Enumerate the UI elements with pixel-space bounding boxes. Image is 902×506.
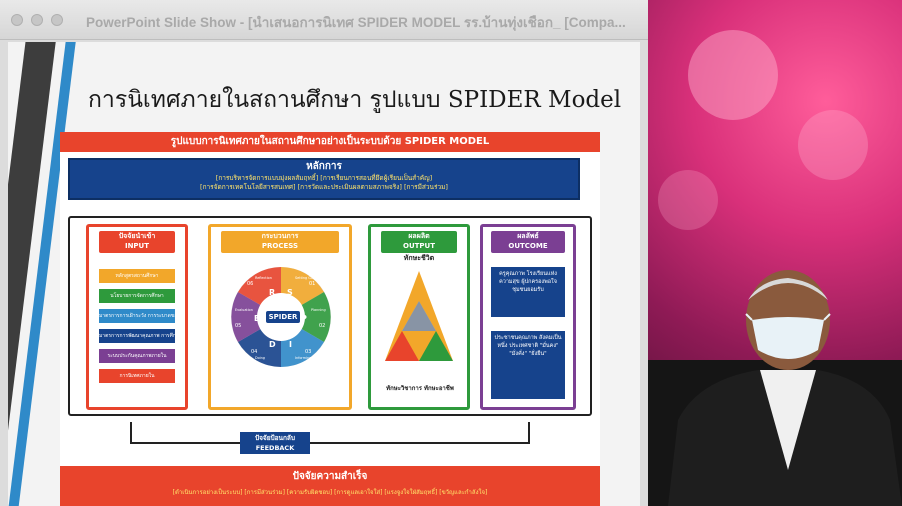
wheel-letter-r: R [269, 288, 275, 297]
success-factors-box: ปัจจัยความสำเร็จ [ดำเนินการอย่างเป็นระบบ… [60, 466, 600, 506]
infographic-header: รูปแบบการนิเทศภายในสถานศึกษาอย่างเป็นระบ… [60, 132, 600, 152]
outcome-heading: ผลลัพธ์ OUTCOME [491, 231, 565, 253]
input-item: ระบบประกันคุณภาพภายใน [99, 349, 175, 363]
outcome-heading-th: ผลลัพธ์ [517, 232, 539, 240]
slide-title: การนิเทศภายในสถานศึกษา รูปแบบ SPIDER Mod… [88, 87, 622, 113]
wheel-letter-s: S [287, 288, 293, 297]
outcome-box-1: ครูคุณภาพ โรงเรียนแห่งความสุข ผู้ปกครองพ… [491, 267, 565, 317]
wheel-letter-p: P [301, 314, 307, 323]
input-item: มาตรการการเฝ้าระวัง การระบาดของ COVID-20… [99, 309, 175, 323]
slide-decor-stripe [8, 42, 59, 506]
step-number: 06 [247, 281, 253, 287]
spider-model-infographic: รูปแบบการนิเทศภายในสถานศึกษาอย่างเป็นระบ… [60, 132, 600, 506]
input-item: มาตรการการพัฒนาคุณภาพ การศึกษา [99, 329, 175, 343]
feedback-heading-th: ปัจจัยป้อนกลับ [254, 434, 296, 442]
wheel-letter-d: D [269, 340, 276, 349]
feedback-loop-line [130, 422, 530, 444]
output-heading: ผลผลิต OUTPUT [381, 231, 457, 253]
mask-strap [745, 313, 753, 321]
minimize-window-button[interactable] [31, 14, 43, 26]
triangle-right [419, 331, 453, 361]
process-column: กระบวนการ PROCESS S P I [208, 224, 352, 410]
input-item: การนิเทศภายใน [99, 369, 175, 383]
success-line: [ดำเนินการอย่างเป็นระบบ] [การมีส่วนร่วม]… [172, 489, 488, 496]
step-label: Setting Goals [295, 276, 318, 280]
mask-strap [823, 313, 831, 321]
background-bokeh [798, 110, 868, 180]
principles-line-2: [การจัดการเทคโนโลยีสารสนเทศ] [การวัดและป… [200, 183, 448, 191]
background-bokeh [688, 30, 778, 120]
output-triangle-diagram [385, 271, 453, 361]
output-heading-th: ผลผลิต [408, 232, 430, 240]
output-heading-en: OUTPUT [403, 242, 435, 250]
step-label: Doing [255, 356, 265, 360]
triangle-center [402, 301, 436, 331]
input-item: นโยบายการจัดการศึกษา [99, 289, 175, 303]
model-frame [68, 216, 592, 416]
outcome-heading-en: OUTCOME [508, 242, 548, 250]
success-heading: ปัจจัยความสำเร็จ [292, 471, 368, 482]
triangle-left [385, 331, 419, 361]
principles-line-1: [การบริหารจัดการแบบมุ่งผลสัมฤทธิ์] [การเ… [215, 174, 433, 182]
input-heading: ปัจจัยนำเข้า INPUT [99, 231, 175, 253]
feedback-box: ปัจจัยป้อนกลับ FEEDBACK [240, 432, 310, 454]
background-bokeh [658, 170, 718, 230]
step-number: 05 [235, 323, 241, 329]
step-number: 03 [305, 349, 311, 355]
window-title: PowerPoint Slide Show - [นำเสนอการนิเทศ … [86, 15, 626, 30]
outcome-column: ผลลัพธ์ OUTCOME ครูคุณภาพ โรงเรียนแห่งคว… [480, 224, 576, 410]
principles-heading: หลักการ [306, 161, 342, 172]
principles-box: หลักการ [การบริหารจัดการแบบมุ่งผลสัมฤทธิ… [68, 158, 580, 200]
step-number: 04 [251, 349, 257, 355]
spider-center-label: SPIDER [266, 311, 300, 323]
step-number: 02 [319, 323, 325, 329]
window-titlebar[interactable]: PowerPoint Slide Show - [นำเสนอการนิเทศ … [0, 0, 648, 40]
close-window-button[interactable] [11, 14, 23, 26]
output-life-skills: ทักษะชีวิต [403, 254, 435, 262]
step-number: 01 [309, 281, 315, 287]
output-bottom-skills: ทักษะวิชาการ ทักษะอาชีพ [386, 385, 454, 392]
input-column: ปัจจัยนำเข้า INPUT หลักสูตรสถานศึกษา นโย… [86, 224, 188, 410]
process-heading-th: กระบวนการ [261, 232, 299, 240]
presenter-video [648, 0, 902, 506]
presenter-hair [748, 278, 828, 300]
face-mask [752, 317, 824, 359]
wheel-segment-e [231, 292, 281, 342]
wheel-segment-p [281, 292, 331, 342]
input-heading-th: ปัจจัยนำเข้า [118, 232, 156, 240]
outcome-box-2: ประชาชนคุณภาพ สังคมเป็นหนึ่ง ประเทศชาติ … [491, 331, 565, 399]
wheel-letter-e: E [254, 314, 259, 323]
presenter-shirt [760, 370, 816, 470]
output-column: ผลผลิต OUTPUT ทักษะชีวิต ทักษะวิชาการ ทั… [368, 224, 470, 410]
presenter-person [668, 270, 902, 506]
input-heading-en: INPUT [124, 242, 150, 250]
slide[interactable]: การนิเทศภายในสถานศึกษา รูปแบบ SPIDER Mod… [8, 42, 640, 506]
input-item: หลักสูตรสถานศึกษา [99, 269, 175, 283]
process-heading: กระบวนการ PROCESS [221, 231, 339, 253]
spider-wheel-diagram: S P I D E R Setting Goals Planning Infor… [231, 267, 331, 367]
step-label: Evaluation [235, 308, 253, 312]
powerpoint-window: PowerPoint Slide Show - [นำเสนอการนิเทศ … [0, 0, 648, 506]
wheel-letter-i: I [289, 340, 292, 349]
zoom-window-button[interactable] [51, 14, 63, 26]
step-label: Reflection [255, 276, 272, 280]
step-label: Informing [295, 356, 311, 360]
process-heading-en: PROCESS [261, 242, 299, 250]
feedback-heading-en: FEEDBACK [255, 444, 295, 452]
step-label: Planning [311, 308, 326, 312]
